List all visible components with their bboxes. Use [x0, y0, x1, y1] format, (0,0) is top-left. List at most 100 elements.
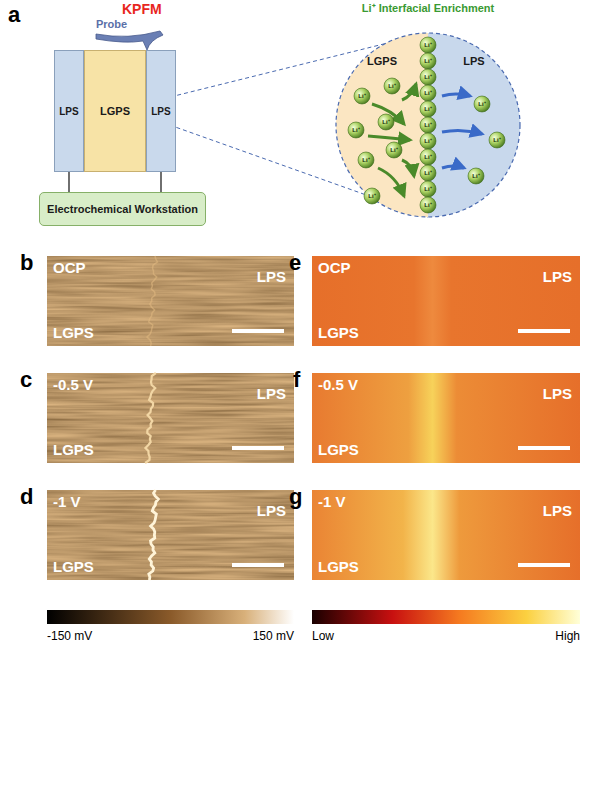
lps-layer: LPS [54, 50, 84, 172]
green-arrow [402, 84, 416, 100]
panel-label: LPS [257, 385, 286, 402]
simulation-image [312, 373, 580, 463]
colorbar-label: -150 mV [47, 630, 92, 644]
colorbar-label: 150 mV [253, 630, 294, 644]
kpfm-panel: OCP LPS LGPS [47, 256, 294, 346]
ion-label: Li⁺ [418, 169, 438, 177]
panel-letter: c [20, 367, 32, 392]
node-label: LPS [151, 106, 170, 117]
panel-label: LGPS [53, 558, 94, 575]
scale-bar [232, 563, 284, 567]
kpfm-image [47, 256, 294, 346]
interface-line [147, 256, 157, 346]
annotation: KPFM [122, 1, 162, 17]
panel-label: LPS [543, 268, 572, 285]
panel-letter: g [289, 484, 302, 509]
lps-layer: LPS [146, 50, 176, 172]
scale-bar [518, 563, 570, 567]
interface-line [149, 490, 158, 580]
scale-bar [232, 329, 284, 333]
kpfm-panel: -1 V LPS LGPS [47, 490, 294, 580]
ion-label: Li⁺ [472, 100, 492, 108]
ion-label: Li⁺ [356, 156, 376, 164]
colorbar [312, 610, 580, 624]
green-arrow [368, 136, 410, 140]
panel-letter: f [293, 367, 300, 392]
simulation-image [312, 256, 580, 346]
panel-label: LPS [543, 385, 572, 402]
panel-label: -0.5 V [318, 376, 358, 393]
scale-bar [518, 329, 570, 333]
panel-label: LPS [543, 502, 572, 519]
simulation-image [312, 490, 580, 580]
colorbar-label: High [555, 630, 580, 644]
blue-arrow [442, 94, 470, 96]
lps-region: LPS [428, 33, 520, 217]
ion-label: Li⁺ [382, 82, 402, 90]
wire [160, 172, 161, 192]
panel-label: LPS [257, 268, 286, 285]
zoom-circle-large [336, 33, 520, 217]
workstation-box: Electrochemical Workstation [39, 192, 206, 226]
panel-letter: b [20, 250, 33, 275]
ion-label: Li⁺ [418, 105, 438, 113]
simulation-panel: -1 VLPSLGPS [312, 490, 580, 580]
panel-label: -0.5 V [53, 376, 93, 393]
panel-label: LPS [257, 502, 286, 519]
lgps-layer: LGPS [84, 50, 146, 172]
panel-label: LGPS [318, 441, 359, 458]
panel-label: OCP [53, 259, 86, 276]
lgps-half-circle [336, 33, 428, 217]
ion-label: Li⁺ [466, 172, 486, 180]
panel-letter: d [20, 484, 33, 509]
node-label: Electrochemical Workstation [47, 203, 198, 215]
interface-line [145, 373, 156, 463]
ion-label: Li⁺ [418, 89, 438, 97]
scale-bars [232, 331, 570, 565]
colorbar [47, 610, 294, 624]
annotation: Li⁺ Interfacial Enrichment [360, 2, 496, 15]
annotation: Probe [96, 18, 127, 31]
panel-letter: a [8, 2, 20, 27]
lgps-region: LGPS [336, 33, 428, 217]
green-arrow [378, 168, 404, 196]
node-label: LGPS [367, 55, 397, 69]
ion-label: Li⁺ [418, 121, 438, 129]
panel-label: LGPS [53, 441, 94, 458]
li-ion-spheres [348, 37, 505, 213]
node-label: LGPS [100, 105, 130, 117]
ion-label: Li⁺ [418, 137, 438, 145]
scale-bar [232, 446, 284, 450]
probe-cantilever [96, 31, 163, 50]
ion-label: Li⁺ [376, 118, 396, 126]
simulation-panel: OCP LPS LGPS [312, 256, 580, 346]
kpfm-image [47, 490, 294, 580]
ion-label: Li⁺ [418, 41, 438, 49]
panel-label: LGPS [53, 324, 94, 341]
kpfm-image [47, 373, 294, 463]
ion-label: Li⁺ [384, 146, 404, 154]
panel-label: LGPS [318, 324, 359, 341]
green-arrow [402, 160, 414, 176]
blue-arrow [442, 166, 464, 168]
ion-label: Li⁺ [418, 57, 438, 65]
blue-arrow [442, 130, 482, 134]
panel-label: -1 V [318, 493, 346, 510]
colorbar-label: Low [312, 630, 334, 644]
ion-label: Li⁺ [418, 185, 438, 193]
interface-lines [145, 256, 158, 580]
kpfm-panel: -0.5 V LPS LGPS [47, 373, 294, 463]
ion-label: Li⁺ [346, 126, 366, 134]
node-label: LPS [59, 106, 78, 117]
panel-label: OCP [318, 259, 351, 276]
lps-half-circle [428, 33, 520, 217]
panel-label: -1 V [53, 493, 81, 510]
node-label: LPS [463, 55, 484, 69]
ion-label: Li⁺ [487, 136, 507, 144]
simulation-panel: -0.5 V LPS LGPS [312, 373, 580, 463]
wire [68, 172, 69, 192]
ion-label: Li⁺ [352, 92, 372, 100]
scale-bar [518, 446, 570, 450]
panel-letter: e [289, 250, 301, 275]
